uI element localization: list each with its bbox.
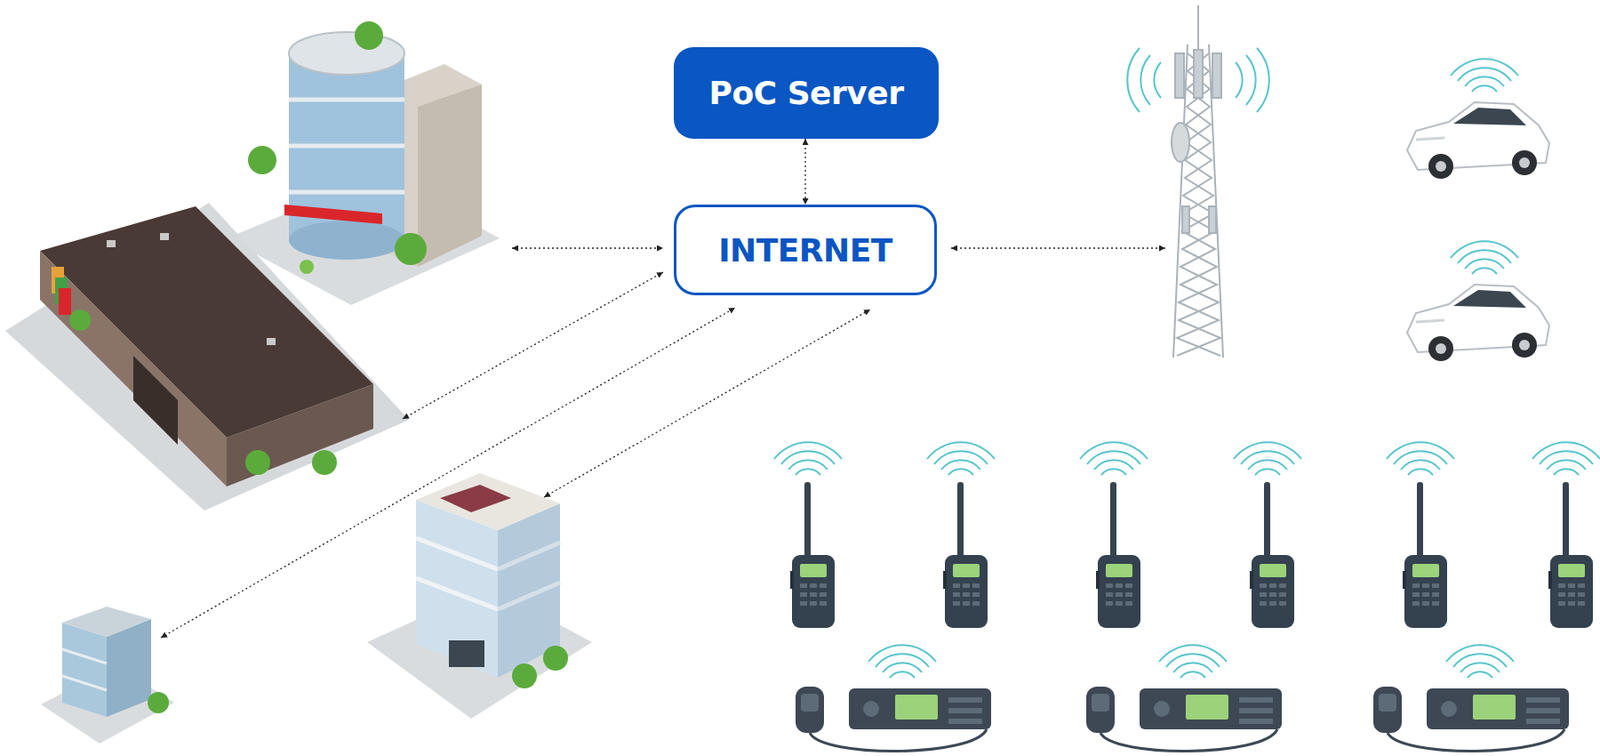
- small-office: [40, 606, 175, 744]
- mobile-radio: [1086, 644, 1282, 751]
- handheld-radio: [1080, 441, 1148, 628]
- car: [1407, 240, 1550, 361]
- handheld-radio: [774, 441, 842, 628]
- server-box: PoC Server: [673, 47, 939, 139]
- mobile-radio: [795, 644, 992, 751]
- mobile-radio: [1373, 644, 1569, 751]
- mall-building: [5, 202, 409, 511]
- handheld-radio: [1386, 441, 1455, 628]
- node-label: PoC Server: [709, 74, 904, 112]
- handheld-radio: [927, 441, 995, 628]
- handheld-radio: [1532, 441, 1600, 628]
- office-building: [367, 472, 592, 719]
- connector: [804, 138, 806, 205]
- link-line: [160, 248, 1166, 638]
- cell-tower: [1127, 5, 1270, 358]
- cloud-box: INTERNET: [673, 204, 937, 296]
- node-label: INTERNET: [718, 232, 893, 269]
- car: [1407, 58, 1550, 179]
- connector-group: [805, 138, 807, 205]
- handheld-radio: [1233, 441, 1302, 628]
- office-tower: [226, 21, 500, 305]
